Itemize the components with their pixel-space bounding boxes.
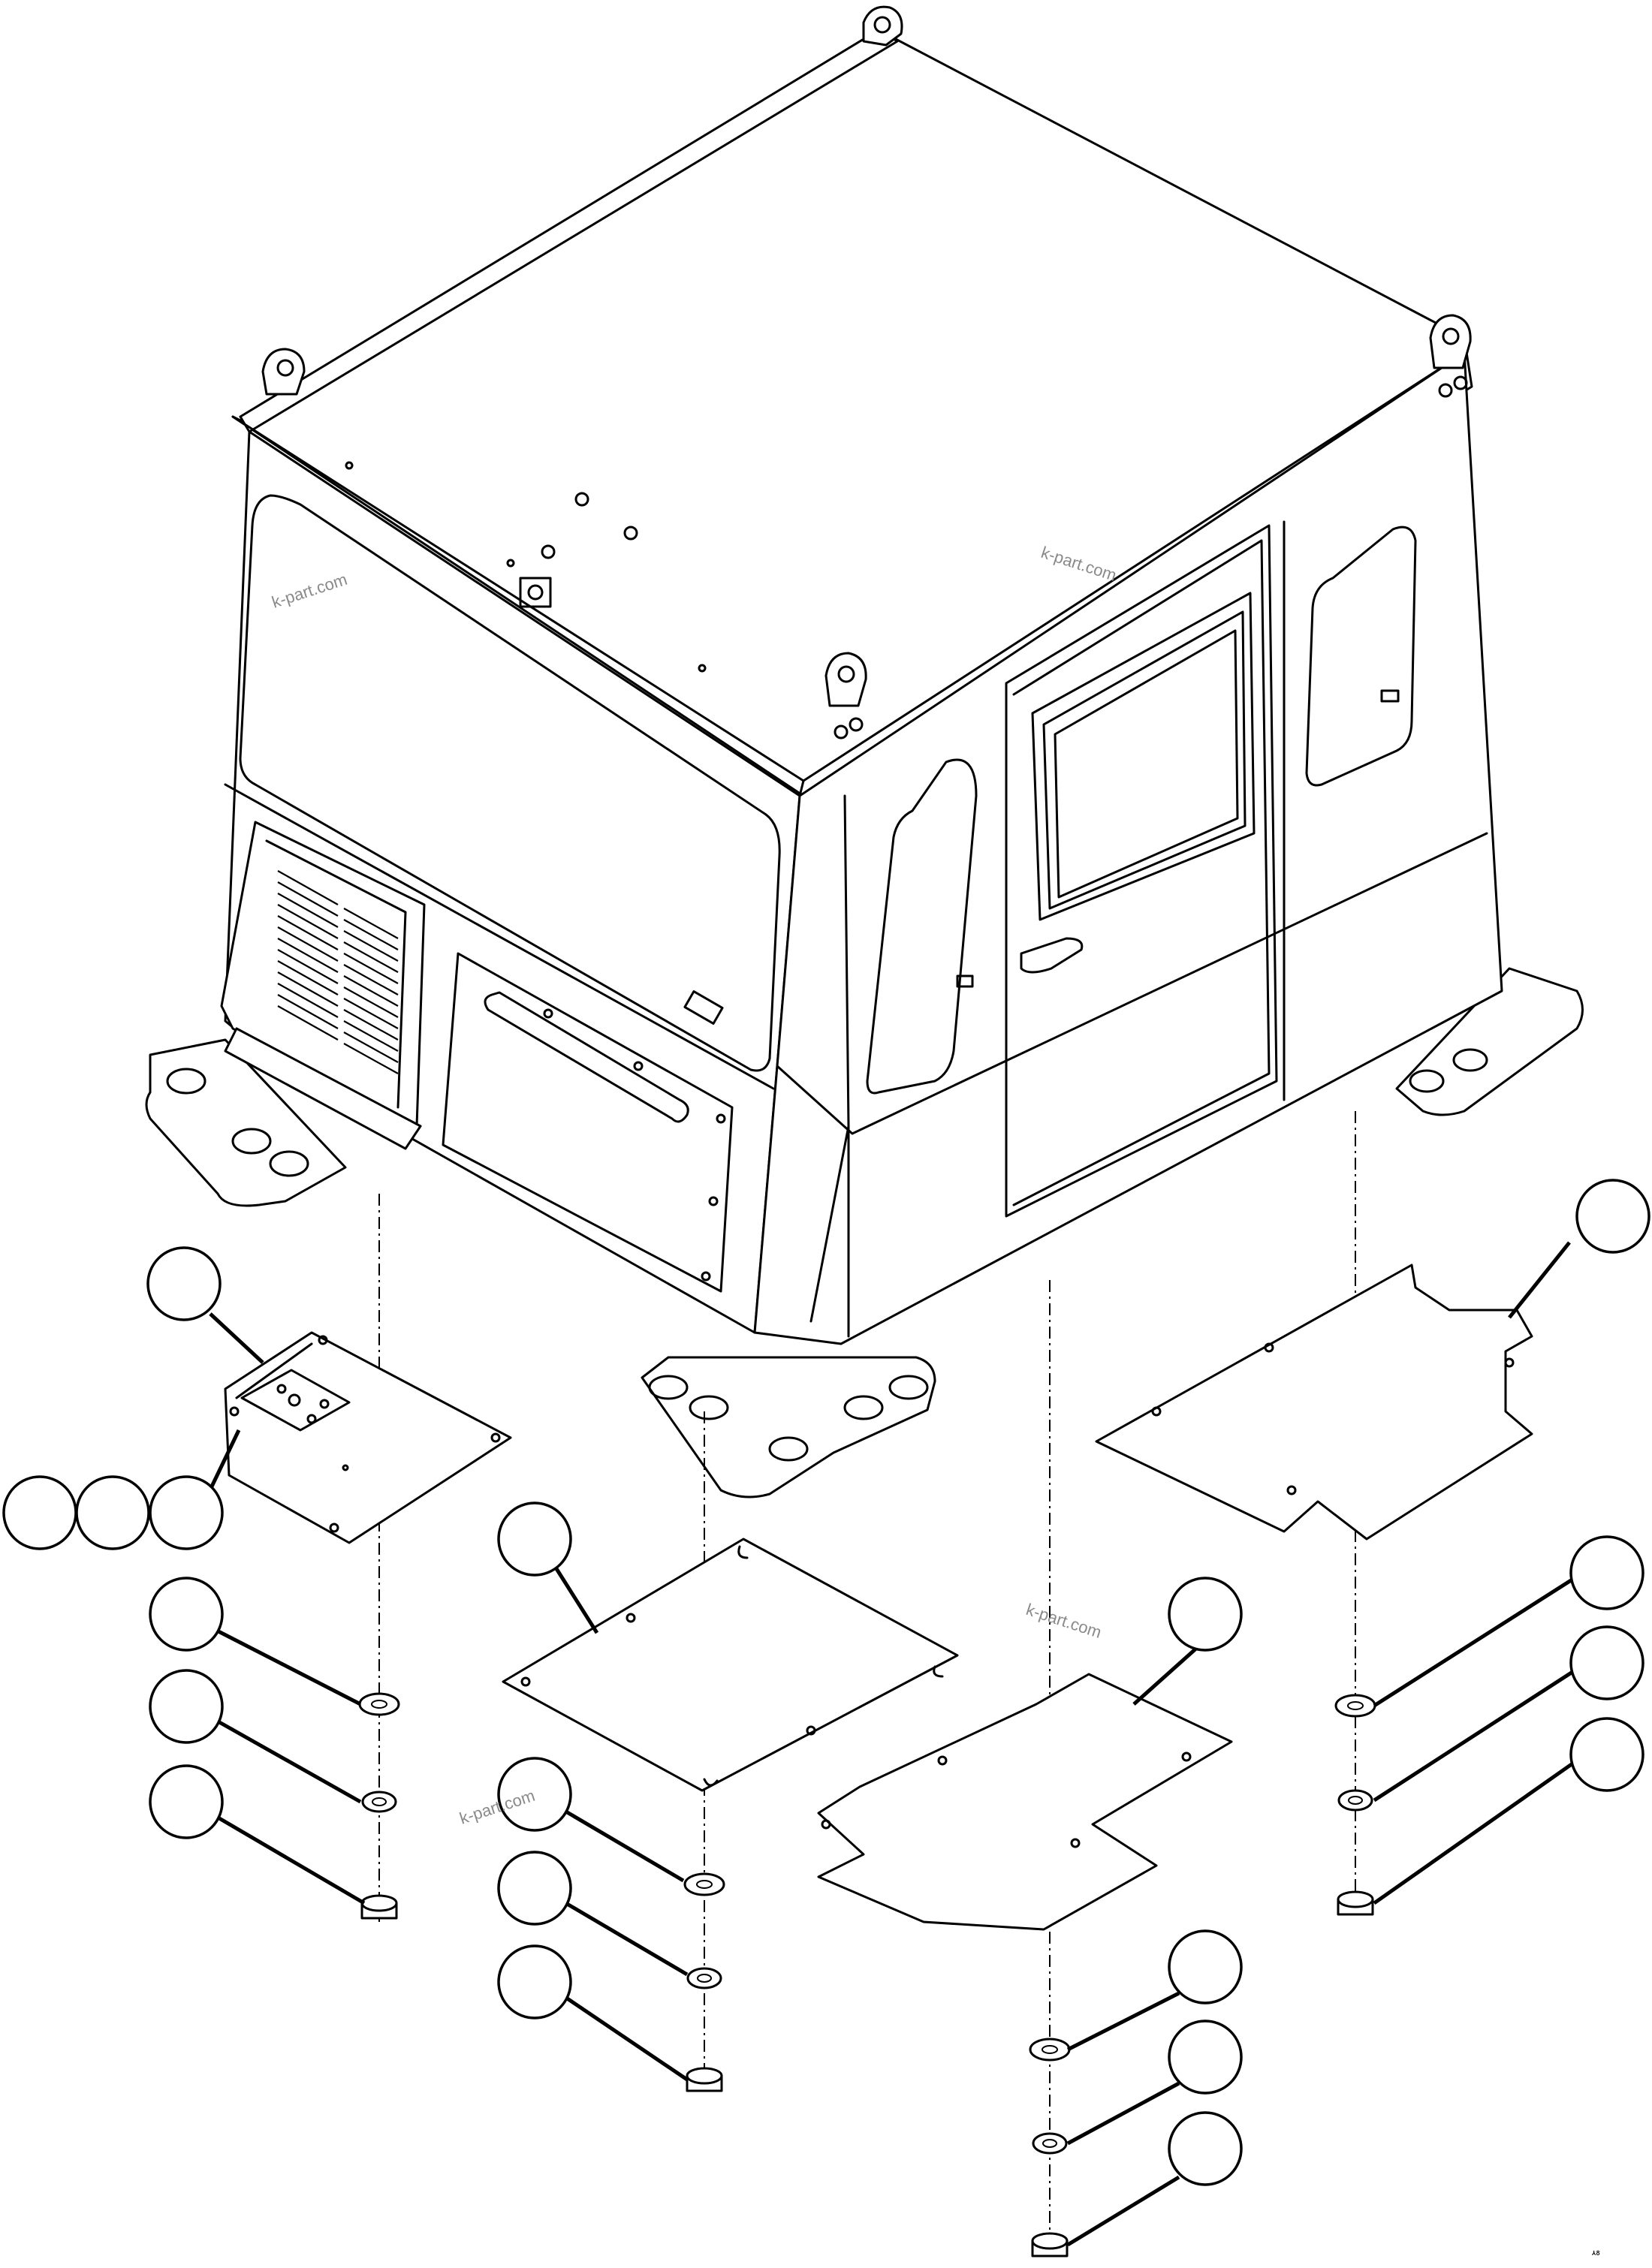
washer-icon <box>683 1872 725 1896</box>
washer-icon <box>686 1967 722 1989</box>
floor-plate-right-lower <box>817 1673 1233 1931</box>
washer-icon <box>1337 1789 1373 1812</box>
front-wall <box>753 351 1503 1345</box>
callout-circle-icon <box>149 1764 224 1839</box>
washer-icon <box>361 1791 397 1813</box>
louver-grille <box>277 870 399 1074</box>
callout-circle-icon <box>1168 2020 1243 2095</box>
cab-door <box>1005 524 1278 1218</box>
callout-circle-icon <box>75 1475 150 1550</box>
callout-circle-icon <box>1168 2111 1243 2186</box>
left-base-plate <box>145 1038 347 1207</box>
washer-icon <box>1029 2038 1071 2062</box>
floor-plate-center <box>502 1538 959 1792</box>
lifting-eye-rear-right <box>862 5 903 47</box>
callout-circle-icon <box>1168 1929 1243 2004</box>
fastener-stack-2 <box>683 1872 725 2092</box>
roof-fasteners <box>345 461 707 673</box>
callout-circle-icon <box>497 1944 572 2020</box>
callout-circle-icon <box>149 1577 224 1652</box>
washer-icon <box>1032 2132 1068 2155</box>
front-base-plate <box>641 1356 936 1498</box>
roof-panel <box>231 29 1473 797</box>
callout-circle-icon <box>149 1669 224 1744</box>
leader-lines <box>200 1241 1582 2247</box>
floor-plate-left <box>224 1331 512 1544</box>
lifting-eye-front-right <box>1429 314 1472 398</box>
floor-plate-right-upper <box>1095 1264 1533 1541</box>
callout-circle-icon <box>1569 1717 1644 1792</box>
front-louver-hood <box>220 821 426 1150</box>
callout-circle-icon <box>1569 1625 1644 1700</box>
lifting-eye-front <box>824 652 867 739</box>
callout-circle-icon <box>1168 1577 1243 1652</box>
callout-circle-icon <box>146 1246 222 1321</box>
fastener-stack-1 <box>358 1692 400 1920</box>
lifting-eye-rear-left <box>261 348 306 396</box>
callout-circle-icon <box>497 1501 572 1577</box>
callout-balloons <box>2 1179 1650 2186</box>
corner-code: ᄻ <box>1590 2250 1602 2263</box>
right-base-plate <box>1395 967 1584 1116</box>
side-access-panel <box>442 952 734 1293</box>
callout-circle-icon <box>1569 1535 1644 1610</box>
callout-circle-icon <box>1575 1179 1650 1254</box>
washer-icon <box>358 1692 400 1716</box>
washer-icon <box>1334 1694 1376 1718</box>
callout-circle-icon <box>2 1475 77 1550</box>
callout-circle-icon <box>497 1757 572 1832</box>
cab-assembly <box>145 5 1584 1498</box>
callout-circle-icon <box>497 1851 572 1926</box>
watermark-text: k-part.com <box>1023 1600 1104 1642</box>
callout-circle-icon <box>149 1475 224 1550</box>
